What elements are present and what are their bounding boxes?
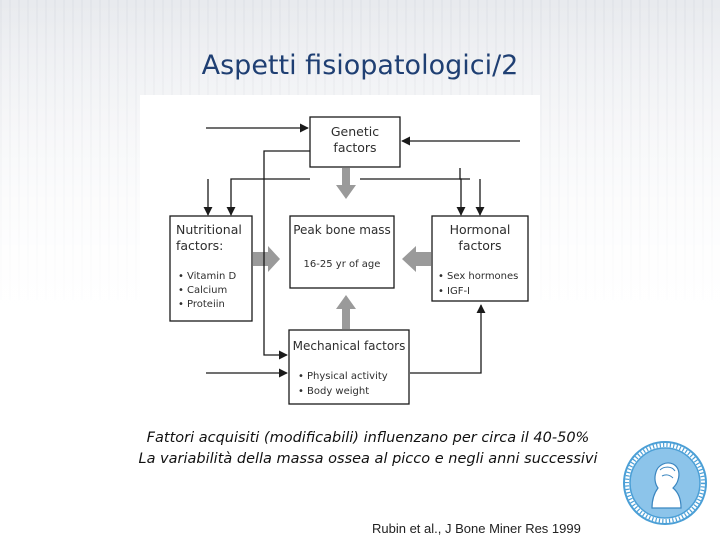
- diagram-figure: Genetic factors Nutritional factors: • V…: [140, 95, 540, 417]
- bullet-dot: •: [178, 285, 184, 296]
- nutritional-item-vitamin-d: Vitamin D: [187, 271, 236, 282]
- slide-title: Aspetti fisiopatologici/2: [201, 50, 519, 81]
- mechanical-item-weight: Body weight: [307, 386, 369, 397]
- peak-label-2: 16-25 yr of age: [304, 259, 381, 270]
- genetic-label-1: Genetic: [331, 124, 379, 139]
- arrow-genetic-to-peak: [336, 168, 356, 199]
- bullet-dot: •: [438, 286, 444, 297]
- arrow-mechanical-to-peak: [336, 295, 356, 329]
- connector-lines: [203, 123, 520, 378]
- genetic-label-2: factors: [333, 140, 376, 155]
- seal-lettering-ring: [625, 443, 705, 523]
- mechanical-factors-box: [288, 329, 410, 405]
- caption: Fattori acquisiti (modificabili) influen…: [118, 428, 618, 470]
- hormonal-item-igf: IGF-I: [447, 286, 470, 297]
- bullet-dot: •: [298, 371, 304, 382]
- line-to-nutritional: [226, 178, 310, 216]
- hormonal-label-2: factors: [458, 238, 501, 253]
- hormonal-factors-box: [431, 215, 529, 302]
- block-arrows: [253, 168, 431, 329]
- nutritional-item-protein: Proteiin: [187, 299, 225, 310]
- line-mechanical-to-hormonal: [410, 304, 486, 374]
- seal-hair-detail: [659, 466, 676, 479]
- genetic-factors-box: [309, 116, 401, 168]
- seal-profile-bust: [651, 462, 682, 509]
- mechanical-item-activity: Physical activity: [307, 371, 388, 382]
- hormonal-label-1: Hormonal: [450, 222, 511, 237]
- caption-line-2: La variabilità della massa ossea al picc…: [138, 451, 598, 467]
- bullet-dot: •: [178, 271, 184, 282]
- nutritional-factors-box: [169, 215, 253, 322]
- caption-line-1: Fattori acquisiti (modificabili) influen…: [146, 430, 590, 446]
- nutritional-label-2: factors:: [176, 238, 223, 253]
- bone-mass-diagram: Genetic factors Nutritional factors: • V…: [169, 116, 529, 405]
- peak-label-1: Peak bone mass: [293, 223, 391, 237]
- nutritional-label-1: Nutritional: [176, 222, 242, 237]
- line-genetic-to-mechanical: [263, 150, 310, 360]
- nutritional-item-calcium: Calcium: [187, 285, 227, 296]
- bullet-dot: •: [438, 271, 444, 282]
- peak-bone-mass-box: [289, 215, 395, 289]
- arrow-hormonal-to-peak: [402, 246, 431, 272]
- reference-citation: Rubin et al., J Bone Miner Res 1999: [372, 521, 581, 536]
- institution-seal-logo: [623, 441, 707, 525]
- mechanical-label-1: Mechanical factors: [293, 339, 406, 353]
- arrow-nutritional-to-peak: [253, 246, 280, 272]
- bullet-dot: •: [178, 299, 184, 310]
- line-genetic-to-hormonal: [456, 168, 466, 216]
- bullet-dot: •: [298, 386, 304, 397]
- hormonal-item-sex-hormones: Sex hormones: [447, 271, 518, 282]
